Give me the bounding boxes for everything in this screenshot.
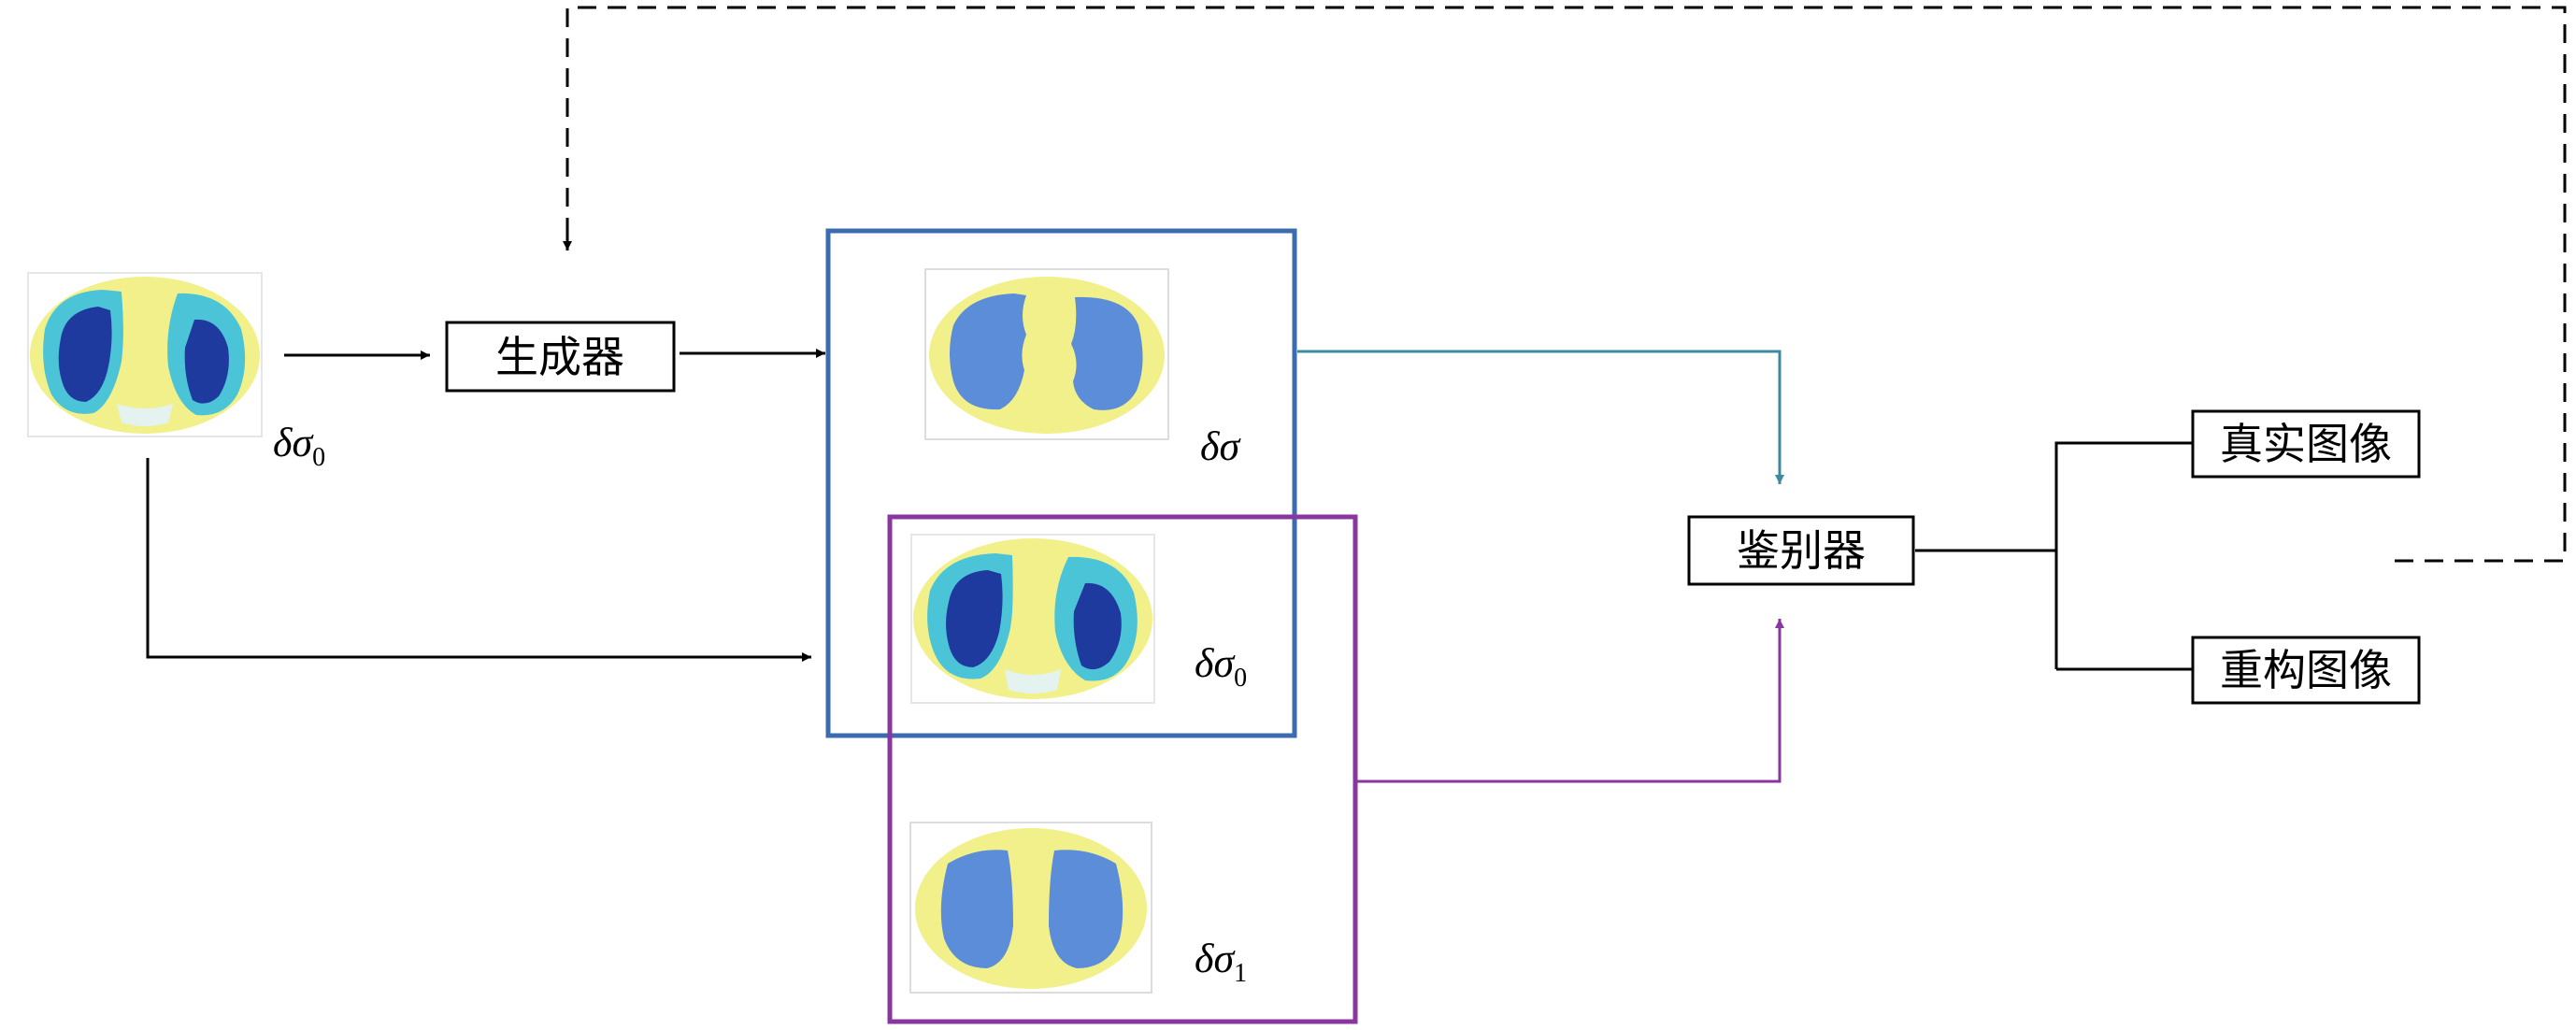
discriminator-node[interactable]: 鉴别器 [1687, 515, 1915, 586]
input-thorax-image [27, 272, 263, 437]
real-pair-to-discriminator-arrow [1357, 619, 1784, 783]
fake-pair-to-discriminator-arrow [1297, 350, 1784, 484]
real-pair-frame [887, 514, 1358, 1024]
reconstructed-image-label: 重构图像 [2220, 645, 2392, 695]
pair-input-symbol: δσ0 [1195, 640, 1247, 693]
ground-truth-symbol: δσ1 [1195, 936, 1247, 988]
real-image-label: 真实图像 [2220, 419, 2392, 469]
real-image-node[interactable]: 真实图像 [2191, 409, 2421, 479]
input-symbol: δσ0 [273, 420, 325, 472]
reconstructed-image-node[interactable]: 重构图像 [2191, 636, 2421, 705]
ground-truth-thorax-image [909, 822, 1152, 994]
generated-symbol: δσ [1200, 423, 1241, 469]
pair-input-thorax-image [910, 534, 1155, 704]
feedback-loop-dashed [565, 6, 2567, 563]
branch-to-real [2054, 441, 2193, 669]
generator-label: 生成器 [495, 332, 624, 382]
generator-node[interactable]: 生成器 [445, 321, 676, 393]
input-to-pair-arrow [146, 458, 811, 662]
generated-thorax-image [924, 268, 1169, 440]
fake-pair-frame [825, 228, 1297, 738]
discriminator-label: 鉴别器 [1737, 525, 1866, 576]
